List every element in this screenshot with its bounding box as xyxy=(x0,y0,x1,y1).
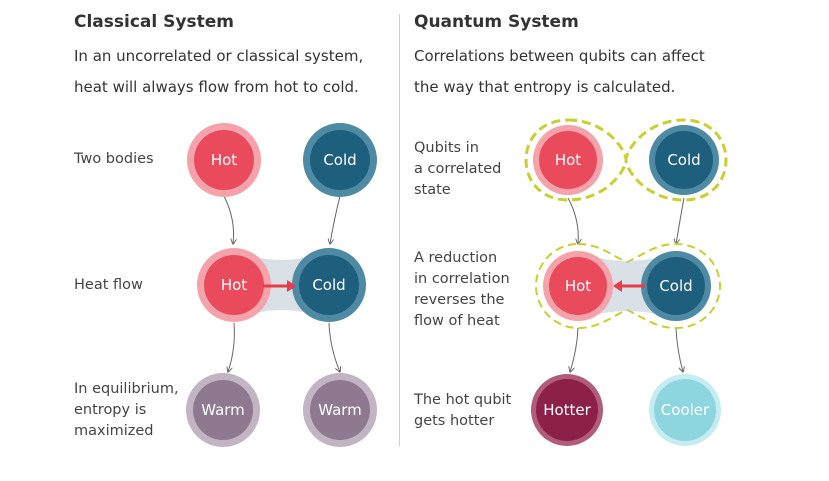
classical-flow-cold-text: Cold xyxy=(312,276,345,294)
classical-title: Classical System xyxy=(74,12,234,32)
classical-intro-line2: heat will always flow from hot to cold. xyxy=(74,78,359,96)
heat-flow-arrowhead-right xyxy=(287,280,296,292)
classical-cold-text: Cold xyxy=(323,151,356,169)
q-connector-hot-to-flow xyxy=(567,197,578,244)
classical-flow-cold-node xyxy=(299,255,359,315)
heat-flow-arrowhead-left xyxy=(613,280,622,292)
label-reduction-line4: flow of heat xyxy=(414,313,500,329)
connector-cold-to-flow xyxy=(330,195,341,244)
quantum-flow-hot-text: Hot xyxy=(565,277,591,295)
quantum-cold-node xyxy=(655,131,713,189)
quantum-intro-line2: the way that entropy is calculated. xyxy=(414,78,676,96)
label-reduction-line3: reverses the xyxy=(414,292,505,308)
quantum-hot-node xyxy=(539,131,597,189)
panel-divider xyxy=(399,14,400,446)
label-two-bodies: Two bodies xyxy=(74,151,154,167)
quantum-panel: Quantum System Correlations between qubi… xyxy=(400,0,829,481)
quantum-cold-text: Cold xyxy=(667,151,700,169)
label-equilibrium-line1: In equilibrium, xyxy=(74,381,179,397)
classical-cold-node xyxy=(310,130,370,190)
classical-warm-left-node xyxy=(193,380,253,440)
label-hotter-line1: The hot qubit xyxy=(414,392,512,408)
label-correlated-line3: state xyxy=(414,182,451,198)
q-connector-flow-hot-to-hotter xyxy=(570,327,579,372)
q-connector-cold-to-flow xyxy=(676,197,685,244)
label-equilibrium-line3: maximized xyxy=(74,423,154,439)
quantum-hotter-node xyxy=(536,379,598,441)
classical-warm-left-text: Warm xyxy=(201,401,245,419)
classical-hot-text: Hot xyxy=(211,151,237,169)
classical-panel: Classical System In an uncorrelated or c… xyxy=(0,0,400,481)
quantum-flow-cold-node xyxy=(647,257,705,315)
label-reduction-line2: in correlation xyxy=(414,271,510,287)
quantum-cooler-text: Cooler xyxy=(661,401,710,419)
connector-flow-cold-to-warm xyxy=(328,322,340,372)
correlation-loop xyxy=(524,118,728,202)
label-reduction-line1: A reduction xyxy=(414,250,498,266)
q-connector-flow-cold-to-cooler xyxy=(675,327,683,372)
quantum-hot-text: Hot xyxy=(555,151,581,169)
quantum-hotter-text: Hotter xyxy=(543,401,591,419)
quantum-flow-cold-text: Cold xyxy=(659,277,692,295)
connector-flow-hot-to-warm xyxy=(228,322,235,372)
label-equilibrium-line2: entropy is xyxy=(74,402,147,418)
classical-warm-right-node xyxy=(310,380,370,440)
label-heat-flow: Heat flow xyxy=(74,277,143,293)
quantum-correlation-outline xyxy=(534,242,722,330)
label-correlated-line2: a correlated xyxy=(414,161,502,177)
connector-hot-to-flow xyxy=(223,195,234,244)
label-hotter-line2: gets hotter xyxy=(414,413,495,429)
quantum-cooler-node xyxy=(654,379,716,441)
quantum-title: Quantum System xyxy=(414,12,579,32)
classical-flow-hot-node xyxy=(204,255,264,315)
quantum-flow-hot-node xyxy=(549,257,607,315)
label-correlated-line1: Qubits in xyxy=(414,140,479,156)
classical-hot-node xyxy=(194,130,254,190)
classical-intro-line1: In an uncorrelated or classical system, xyxy=(74,47,364,65)
classical-warm-right-text: Warm xyxy=(318,401,362,419)
classical-flow-hot-text: Hot xyxy=(221,276,247,294)
quantum-intro-line1: Correlations between qubits can affect xyxy=(414,47,705,65)
